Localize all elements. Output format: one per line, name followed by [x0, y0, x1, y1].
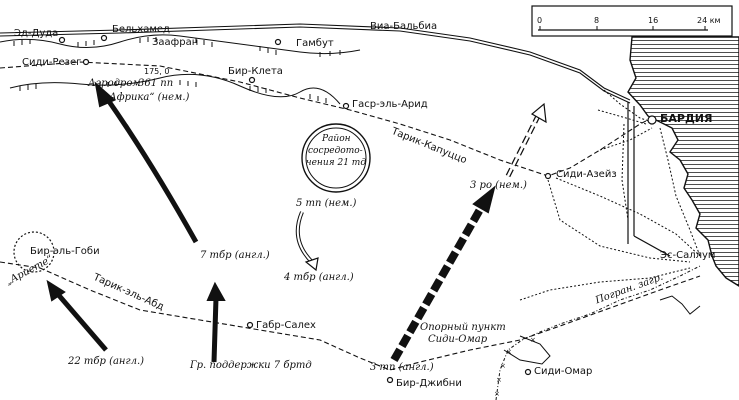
assembly-area-line1: Район: [322, 134, 351, 144]
assembly-area-line2: сосредото-: [308, 146, 363, 156]
place-gasr-el-arid: Гаср-эль-Арид: [352, 99, 428, 110]
place-markers: [58, 34, 657, 384]
place-sidi-omar: Сиди-Омар: [534, 366, 593, 377]
assembly-area-outer: [301, 123, 371, 193]
unit-7-tbr: 7 тбр (англ.): [200, 250, 270, 261]
scale-ticks: [539, 26, 706, 30]
via-balbia-road: [0, 23, 631, 104]
escarpment-ticks: [13, 37, 341, 103]
sea-area: [627, 36, 739, 287]
unit-3-ro: 3 ро (нем.): [470, 180, 527, 191]
scale-tick-16: 16: [648, 16, 659, 25]
unit-support-group: Гр. поддержки 7 бртд: [190, 360, 312, 371]
place-bir-kleta: Бир-Клета: [228, 66, 283, 77]
elevation-175: 175, 0: [144, 67, 170, 76]
place-bardia: БАРДИЯ: [660, 112, 713, 125]
trigh-capuzzo: [0, 61, 653, 177]
place-sidi-azeiz: Сиди-Азейз: [556, 169, 617, 180]
svg-text:×: ×: [506, 348, 512, 356]
place-gambut: Гамбут: [296, 38, 334, 49]
place-ed-duda: Эд-Дуда: [14, 28, 59, 39]
assembly-area-inner: [305, 127, 367, 189]
unit-afrika: „Африка“ (нем.): [104, 92, 190, 103]
strongpoint-line1: Опорный пункт: [420, 322, 506, 333]
place-belkhamed: Бельхамед: [112, 24, 170, 35]
unit-361-pp: 361 пп: [138, 78, 174, 89]
bir-el-gobi-area: [13, 231, 55, 273]
place-es-sallum: Эс-Саллум: [660, 250, 716, 261]
place-zaafran: Заафран: [152, 37, 199, 48]
trigh-el-abd: [0, 261, 701, 371]
scale-tick-24: 24 км: [697, 16, 721, 25]
unit-22-tbr: 22 тбр (англ.): [68, 356, 145, 367]
place-bir-el-gobi: Бир-эль-Гоби: [30, 246, 100, 257]
strongpoint-line2: Сиди-Омар: [428, 334, 488, 345]
unit-5-tp: 5 тп (нем.): [296, 198, 357, 209]
svg-text:×: ×: [530, 336, 536, 344]
place-sidi-rezeg: Сиди-Резег: [22, 57, 82, 68]
label-aerodrom: Аэродром: [88, 78, 141, 89]
unit-3-tp: 3 тп (англ.): [370, 362, 434, 373]
place-bir-dzhibni: Бир-Джибни: [396, 378, 462, 389]
svg-text:×: ×: [500, 362, 506, 370]
unit-4-tbr: 4 тбр (англ.): [284, 272, 354, 283]
scale-tick-0: 0: [537, 16, 543, 25]
place-via-balbia: Виа-Бальбиа: [370, 21, 438, 32]
advance-arrows: [46, 81, 547, 363]
escarpment: [0, 34, 361, 105]
frontier-wire: [495, 265, 701, 400]
scale-tick-8: 8: [594, 16, 600, 25]
scale-box: [531, 5, 733, 37]
assembly-area-line3: чения 21 тд: [306, 158, 367, 168]
svg-text:×: ×: [494, 390, 500, 398]
place-gabr-saleh: Габр-Салех: [256, 320, 316, 331]
wire-x-marks: ××× ××: [494, 336, 536, 398]
svg-text:×: ×: [496, 376, 502, 384]
coastal-tracks: [519, 89, 701, 301]
